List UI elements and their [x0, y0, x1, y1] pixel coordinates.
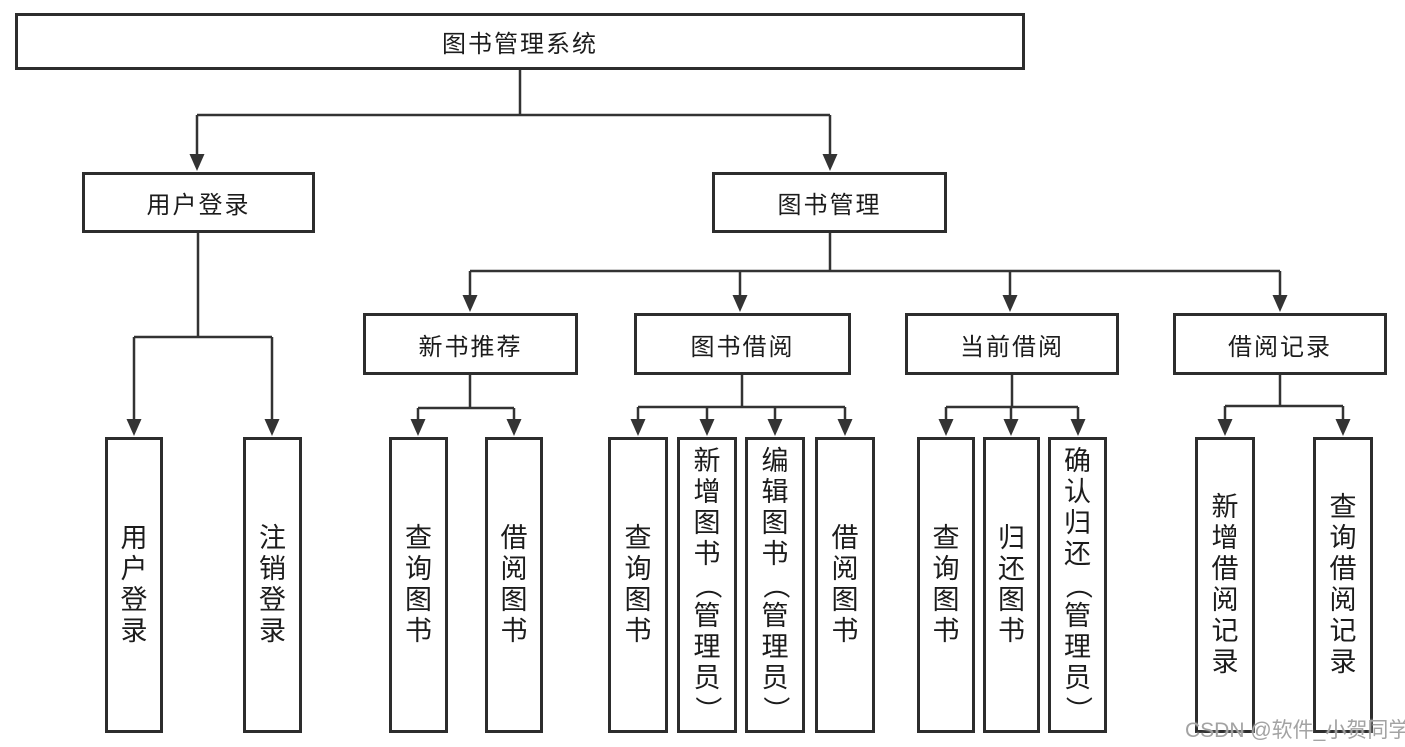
- leaf-edit-books-admin: 编辑图书（管理员）: [745, 437, 805, 733]
- leaf-logout: 注销登录: [243, 437, 302, 733]
- node-book-borrowing: 图书借阅: [634, 313, 851, 375]
- leaf-add-borrow-record: 新增借阅记录: [1195, 437, 1255, 733]
- leaf-user-login: 用户登录: [105, 437, 163, 733]
- node-new-book-recommendation-label: 新书推荐: [418, 333, 523, 361]
- leaf-user-login-label: 用户登录: [120, 523, 148, 646]
- node-library-management-system: 图书管理系统: [15, 13, 1025, 70]
- leaf-confirm-return-admin: 确认归还（管理员）: [1048, 437, 1107, 733]
- leaf-borrow-books-1-label: 借阅图书: [500, 523, 528, 646]
- leaf-query-books-1: 查询图书: [389, 437, 448, 733]
- leaf-query-books-1-label: 查询图书: [405, 523, 432, 646]
- leaf-query-books-3: 查询图书: [917, 437, 975, 733]
- leaf-add-books-admin: 新增图书（管理员）: [677, 437, 737, 733]
- leaf-add-borrow-record-label: 新增借阅记录: [1211, 492, 1239, 677]
- leaf-query-borrow-record-label: 查询借阅记录: [1329, 492, 1357, 677]
- leaf-return-books: 归还图书: [983, 437, 1040, 733]
- leaf-logout-label: 注销登录: [259, 523, 286, 646]
- leaf-query-borrow-record: 查询借阅记录: [1313, 437, 1373, 733]
- leaf-query-books-2: 查询图书: [608, 437, 668, 733]
- leaf-borrow-books-2: 借阅图书: [815, 437, 875, 733]
- node-current-borrowing: 当前借阅: [905, 313, 1119, 375]
- leaf-query-books-2-label: 查询图书: [624, 523, 652, 646]
- node-current-borrowing-label: 当前借阅: [960, 333, 1064, 361]
- leaf-query-books-3-label: 查询图书: [932, 523, 960, 646]
- leaf-return-books-label: 归还图书: [998, 523, 1025, 646]
- tree-edges: [132, 70, 1345, 420]
- leaf-borrow-books-2-label: 借阅图书: [831, 523, 859, 646]
- leaf-confirm-return-admin-label: 确认归还（管理员）: [1063, 445, 1093, 723]
- node-library-management-system-label: 图书管理系统: [442, 31, 598, 58]
- node-new-book-recommendation: 新书推荐: [363, 313, 578, 375]
- node-book-borrowing-label: 图书借阅: [690, 333, 795, 361]
- node-user-login: 用户登录: [82, 172, 315, 233]
- node-book-management-label: 图书管理: [777, 192, 882, 219]
- node-book-management: 图书管理: [712, 172, 947, 233]
- node-user-login-label: 用户登录: [146, 192, 251, 219]
- leaf-borrow-books-1: 借阅图书: [485, 437, 543, 733]
- leaf-edit-books-admin-label: 编辑图书（管理员）: [760, 445, 791, 723]
- csdn-watermark: CSDN @软件_小贺同学: [1185, 719, 1405, 742]
- arrowheads: [126, 154, 1351, 436]
- node-borrowing-records: 借阅记录: [1173, 313, 1387, 375]
- node-borrowing-records-label: 借阅记录: [1228, 333, 1332, 361]
- leaf-add-books-admin-label: 新增图书（管理员）: [692, 445, 723, 723]
